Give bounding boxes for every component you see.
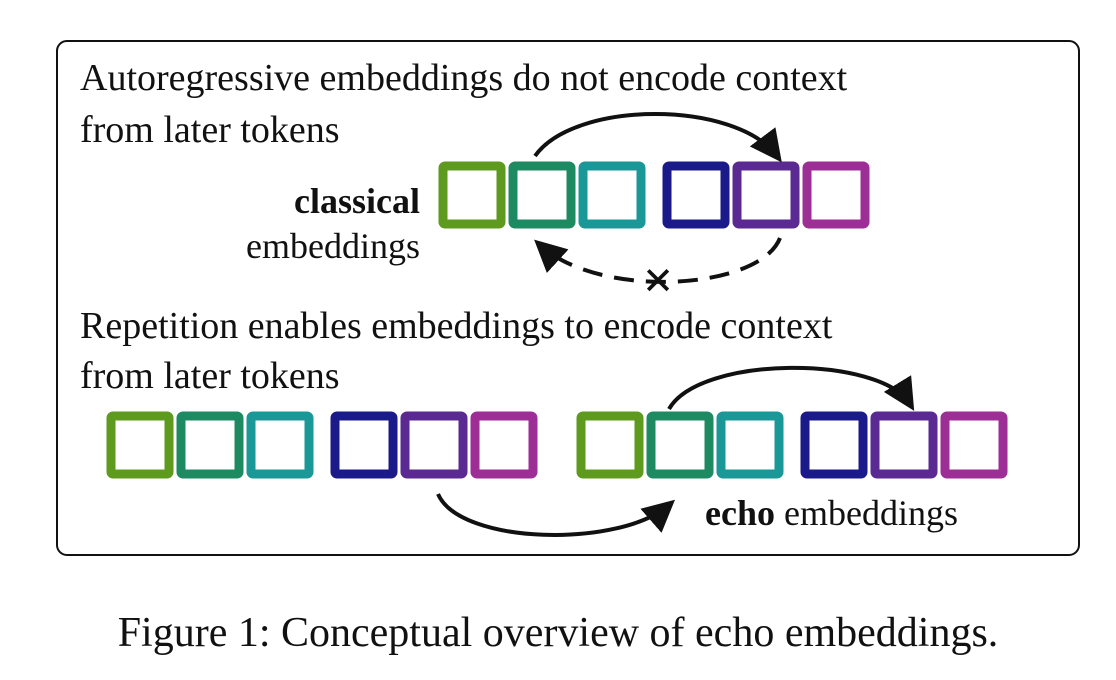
classical-token-6 bbox=[802, 161, 870, 229]
classical-token-4 bbox=[662, 161, 730, 229]
classical-label-bold: classical bbox=[294, 181, 420, 221]
echo-second-token-2 bbox=[646, 411, 714, 479]
echo-label: echo embeddings bbox=[705, 493, 958, 533]
echo-first-token-5 bbox=[400, 411, 468, 479]
echo-repetition-arrow bbox=[436, 493, 676, 537]
echo-first-copy-token-row bbox=[106, 411, 538, 479]
classical-label-rest: embeddings bbox=[246, 226, 420, 266]
classical-token-1 bbox=[438, 161, 506, 229]
echo-first-token-1 bbox=[106, 411, 174, 479]
classical-token-row bbox=[438, 161, 870, 229]
echo-second-token-6 bbox=[940, 411, 1008, 479]
top-description-line1: Autoregressive embeddings do not encode … bbox=[80, 57, 848, 99]
classical-token-5 bbox=[732, 161, 800, 229]
echo-second-copy-token-row bbox=[576, 411, 1008, 479]
echo-first-token-2 bbox=[176, 411, 244, 479]
echo-embeddings-diagram: Autoregressive embeddings do not encode … bbox=[56, 40, 1080, 556]
bottom-description-line1: Repetition enables embeddings to encode … bbox=[80, 305, 833, 347]
bottom-description-line2: from later tokens bbox=[80, 355, 340, 397]
echo-first-token-4 bbox=[330, 411, 398, 479]
echo-first-token-6 bbox=[470, 411, 538, 479]
echo-second-token-4 bbox=[800, 411, 868, 479]
classical-forward-arrow bbox=[533, 112, 782, 163]
echo-second-token-5 bbox=[870, 411, 938, 479]
figure-caption: Figure 1: Conceptual overview of echo em… bbox=[117, 610, 999, 656]
top-description-line2: from later tokens bbox=[80, 109, 340, 151]
classical-blocked-backward-arrow bbox=[534, 237, 782, 284]
diagram-frame bbox=[56, 40, 1080, 556]
echo-label-bold: echo bbox=[705, 493, 775, 533]
blocked-cross-icon: ✕ bbox=[642, 259, 674, 303]
echo-forward-arrow bbox=[667, 365, 915, 411]
classical-token-3 bbox=[578, 161, 646, 229]
echo-second-token-3 bbox=[716, 411, 784, 479]
echo-label-rest: embeddings bbox=[775, 493, 958, 533]
echo-first-token-3 bbox=[246, 411, 314, 479]
echo-second-token-1 bbox=[576, 411, 644, 479]
classical-token-2 bbox=[508, 161, 576, 229]
